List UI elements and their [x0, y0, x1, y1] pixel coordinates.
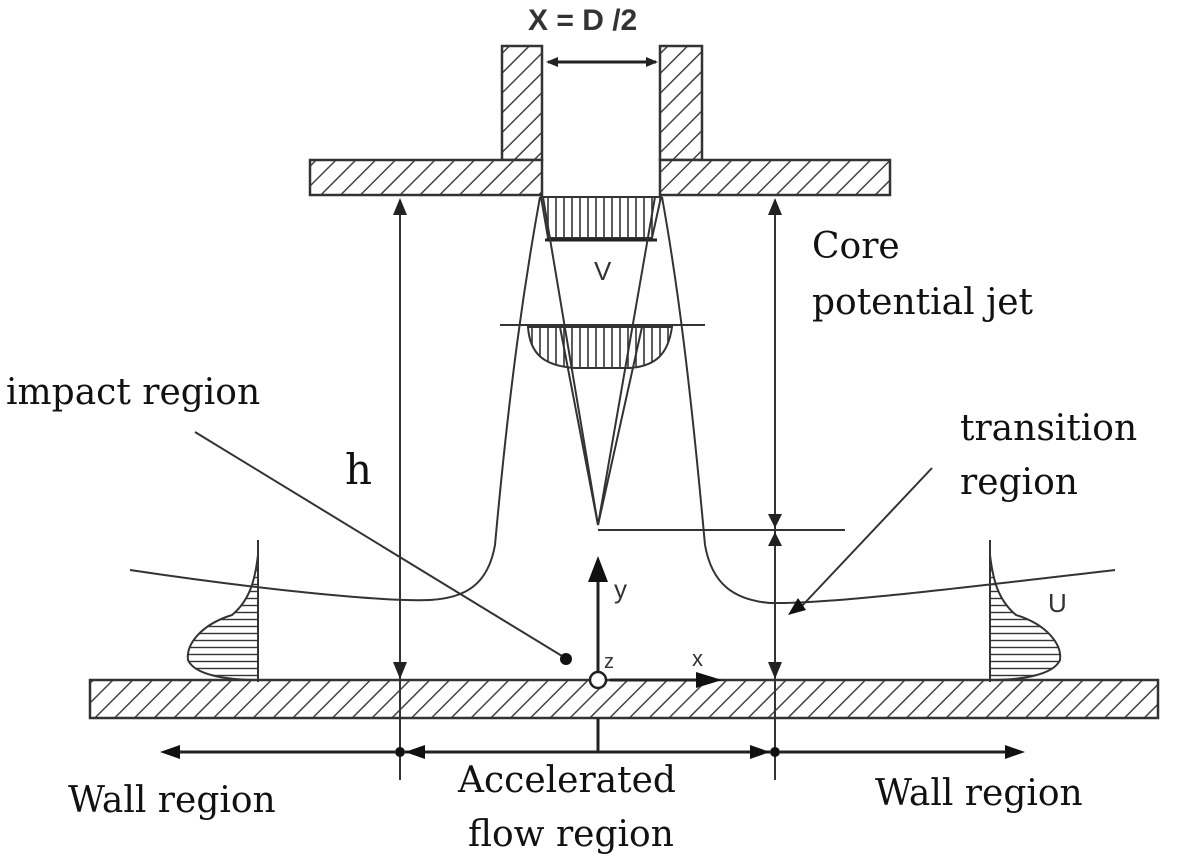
transition-pointer [799, 467, 933, 609]
impact-region-pointer [194, 431, 563, 657]
transition-label-line2: region [960, 462, 1078, 503]
wall-region-right-label: Wall region [875, 773, 1083, 814]
height-label: h [345, 445, 372, 494]
wall-region-arrow-left [160, 745, 405, 759]
velocity-v-label: V [594, 256, 612, 286]
nozzle-width-label: X = D /2 [528, 4, 637, 37]
developed-velocity-profile [500, 324, 705, 369]
z-axis-label: z [604, 651, 614, 673]
wall-velocity-profile-right [989, 540, 1062, 682]
height-dimension-right [768, 198, 782, 780]
transition-label-line1: transition [960, 408, 1137, 449]
height-dimension-left [393, 198, 407, 780]
wall-region-left-label: Wall region [68, 780, 276, 821]
x-axis-label: x [692, 646, 703, 671]
velocity-u-label: U [1048, 588, 1067, 618]
wall-velocity-profile-left [186, 540, 259, 682]
impingement-plate [88, 678, 1160, 720]
accelerated-label-line2: flow region [468, 814, 674, 855]
y-axis-label: y [614, 574, 627, 604]
accelerated-label-line1: Accelerated [457, 760, 676, 801]
impact-point [560, 653, 572, 665]
y-axis [588, 556, 608, 680]
origin-marker [588, 670, 608, 690]
accelerated-region-arrow [405, 745, 780, 759]
core-label-line2: potential jet [812, 282, 1034, 323]
core-label-line1: Core [812, 226, 900, 267]
top-plate-right [658, 158, 892, 197]
x-axis [610, 672, 722, 688]
nozzle-wall-left [500, 44, 544, 162]
top-plate-left [308, 158, 544, 197]
jet-boundary [129, 196, 1116, 605]
nozzle-wall-right [658, 44, 704, 162]
impact-region-label: impact region [6, 372, 260, 413]
inlet-velocity-profile [539, 196, 663, 242]
wall-region-arrow-right [780, 745, 1025, 759]
